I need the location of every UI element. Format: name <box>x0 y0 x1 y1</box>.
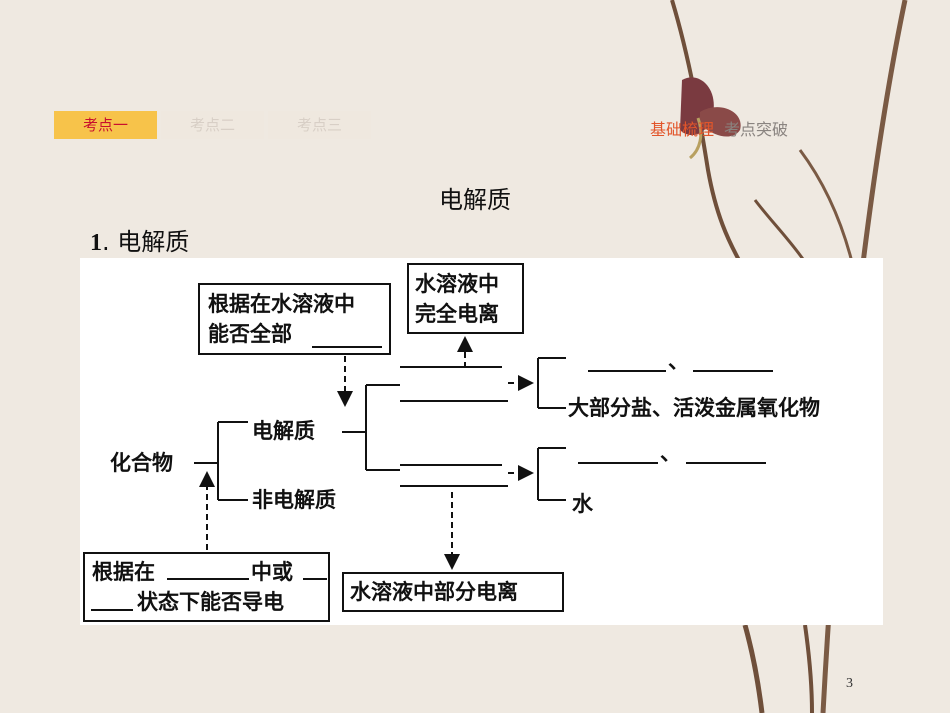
compound-label: 化合物 <box>110 451 173 475</box>
page-title: 电解质 <box>439 186 511 214</box>
blank-separator-1: 、 <box>668 349 689 373</box>
criterion-box-full-ionization: 根据在水溶液中 能否全部 <box>198 283 391 355</box>
electrolyte-label: 电解质 <box>252 419 315 443</box>
conductivity-line2: 状态下能否导电 <box>137 590 284 614</box>
classification-diagram: 根据在水溶液中 能否全部 水溶液中 完全电离 化合物 电解质 非电解质 、 大部… <box>80 258 883 625</box>
tab-kaodian-3[interactable]: 考点三 <box>268 111 371 139</box>
blank-separator-2: 、 <box>660 441 681 465</box>
diagram-lines <box>194 336 773 570</box>
section-dot: . <box>102 228 118 256</box>
conductivity-line1a: 根据在 <box>92 560 155 584</box>
nav-basic[interactable]: 基础梳理 <box>650 120 715 139</box>
weak-label: 水溶液中部分电离 <box>350 580 518 604</box>
strong-line2: 完全电离 <box>415 302 499 326</box>
nav-breakthrough[interactable]: 考点突破 <box>724 120 789 139</box>
conductivity-blanks <box>91 578 327 611</box>
tab-kaodian-2[interactable]: 考点二 <box>161 111 264 139</box>
right-nav: 基础梳理 考点突破 <box>650 116 788 140</box>
strong-examples-label: 大部分盐、活泼金属氧化物 <box>568 396 820 420</box>
section-heading: 1. 电解质 <box>90 222 189 257</box>
section-label: 电解质 <box>117 228 190 256</box>
page-number: 3 <box>846 676 853 691</box>
strong-electrolyte-box: 水溶液中 完全电离 <box>407 263 524 334</box>
criterion-line1: 根据在水溶液中 <box>208 292 355 316</box>
tab-bar: 考点一 考点二 考点三 <box>54 111 371 139</box>
tab-kaodian-1[interactable]: 考点一 <box>54 111 157 139</box>
section-number: 1 <box>90 230 102 256</box>
criterion-line2: 能否全部 <box>208 322 292 346</box>
strong-line1: 水溶液中 <box>415 272 499 296</box>
criterion-box-conductivity: 根据在 中或 状态下能否导电 <box>83 552 330 622</box>
water-label: 水 <box>572 492 593 516</box>
conductivity-line1b: 中或 <box>251 560 293 584</box>
non-electrolyte-label: 非电解质 <box>252 488 336 512</box>
weak-electrolyte-box: 水溶液中部分电离 <box>342 572 564 612</box>
